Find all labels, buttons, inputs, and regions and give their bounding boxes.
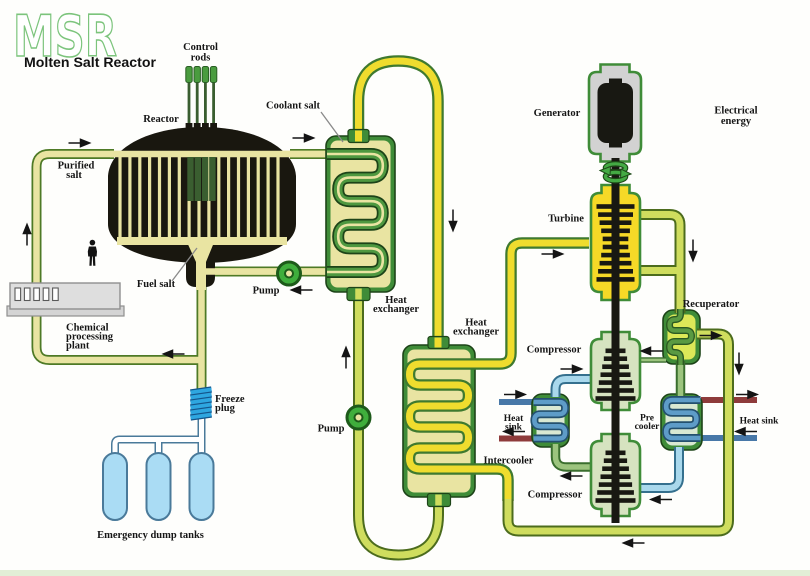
flow-arrow-reactor-outlet — [292, 133, 316, 143]
cold-gas-pipes — [550, 374, 684, 493]
intercooler — [531, 393, 570, 448]
person-figure — [87, 239, 97, 266]
label-coolant-salt: Coolant salt — [266, 101, 320, 112]
label-fuel-salt: Fuel salt — [137, 279, 176, 290]
dump-tank-1 — [102, 452, 128, 521]
port-pipe-pass-throughs — [355, 130, 442, 506]
control-rods — [185, 66, 218, 130]
label-freeze-plug-line1: Freeze — [215, 394, 245, 405]
dump-tank-2 — [145, 452, 172, 521]
label-recuperator: Recuperator — [683, 299, 740, 310]
flow-arrow-heat-sink-left-hot — [501, 426, 525, 437]
cool-salt-and-gas-pipes — [353, 209, 734, 561]
logo-subtitle: Molten Salt Reactor — [24, 55, 157, 70]
flow-arrow-plant-return — [161, 349, 185, 359]
label-generator: Generator — [534, 108, 581, 119]
flow-arrow-coolant-up — [341, 345, 351, 369]
compressor-upper-blades — [595, 348, 636, 401]
label-turbine: Turbine — [548, 214, 584, 225]
label-purified-salt-line1: Purified — [58, 161, 95, 172]
label-purified-salt-line2: salt — [66, 170, 82, 181]
label-heat-exchanger-1-line2: exchanger — [373, 304, 419, 315]
label-heat-exchanger-2-line1: Heat — [465, 318, 487, 329]
label-intercooler: Intercooler — [484, 456, 534, 467]
pump-secondary — [345, 404, 372, 431]
label-pre-cooler-line1: Pre — [640, 414, 654, 424]
precooler-serpentine — [662, 396, 701, 442]
fuel-salt-leader-line — [171, 247, 198, 282]
label-heat-sink-left-line1: Heat — [504, 414, 524, 424]
reactor-fuel-channels — [117, 154, 287, 290]
flow-arrow-purified-salt — [68, 138, 92, 148]
label-heat-sink-left-line2: sink — [505, 423, 523, 433]
turbine-blades — [596, 204, 635, 282]
leader-lines — [171, 111, 344, 282]
flow-arrow-turbine-exhaust — [688, 239, 698, 263]
flow-arrow-compressor-recuperator — [639, 346, 663, 356]
generator-core — [597, 78, 633, 148]
label-heat-sink-right: Heat sink — [740, 417, 780, 427]
label-pre-cooler-line2: cooler — [635, 422, 661, 432]
dump-tank-piping — [111, 414, 206, 455]
flow-arrow-recuperator-out — [699, 330, 723, 341]
label-pump-primary: Pump — [253, 286, 280, 297]
flow-arrow-compressor-intercooler — [559, 471, 583, 481]
flow-arrow-pump-primary — [289, 285, 313, 295]
label-chemical-plant-line3: plant — [66, 341, 90, 352]
recuperator-serpentine — [665, 309, 696, 365]
bottom-edge-strip — [0, 570, 810, 576]
pump-primary — [276, 260, 302, 287]
label-pump-secondary: Pump — [318, 424, 345, 435]
compressor-lower-blades — [595, 450, 636, 503]
label-control-rods-line1: Control — [183, 42, 218, 53]
flow-arrow-heat-sink-right-cold — [733, 426, 757, 437]
flow-arrow-intercooler-out — [560, 364, 584, 374]
dump-tank-3 — [188, 452, 215, 521]
flow-arrow-heat-sink-left-cold — [504, 389, 528, 400]
chemical-processing-plant — [6, 282, 125, 317]
warm-gas-pipes — [550, 361, 686, 472]
label-emergency-dump-tanks: Emergency dump tanks — [97, 530, 204, 541]
coolant-salt-leader-line — [320, 111, 344, 143]
label-electrical-energy-line1: Electrical — [714, 106, 757, 117]
label-chemical-plant-line1: Chemical — [66, 323, 109, 334]
flow-arrow-coolant-down — [448, 209, 458, 233]
flow-arrow-turbine-inlet — [541, 249, 565, 259]
label-freeze-plug-line2: plug — [215, 403, 236, 414]
label-heat-exchanger-2-line2: exchanger — [453, 327, 499, 338]
label-electrical-energy-line2: energy — [721, 116, 752, 127]
label-heat-exchanger-1-line1: Heat — [385, 295, 407, 306]
shaft-rotation-icon — [598, 161, 633, 184]
plant-vent-slots — [14, 287, 59, 302]
flow-arrow-gas-bottom-run — [621, 538, 645, 548]
drive-shaft — [611, 158, 620, 523]
label-compressor-upper: Compressor — [527, 345, 582, 356]
label-compressor-lower: Compressor — [528, 490, 583, 501]
freeze-plug-coil — [190, 386, 212, 421]
flow-arrow-heat-sink-right-hot — [736, 389, 760, 400]
secondary-hot-and-gas-hot-pipes — [352, 55, 589, 501]
heat-sink-left-lines — [499, 399, 533, 442]
hx1-serpentine — [327, 148, 389, 278]
logo: MSR Molten Salt Reactor — [12, 3, 157, 71]
logo-msr: MSR — [13, 4, 117, 70]
label-control-rods-line2: rods — [191, 53, 211, 64]
intercooler-serpentine — [530, 398, 570, 443]
flow-arrow-precooler-out — [648, 494, 672, 505]
label-reactor: Reactor — [143, 114, 179, 125]
control-rods-inserted — [187, 157, 216, 201]
flow-arrow-right-riser — [734, 352, 744, 376]
flow-arrow-riser — [22, 222, 32, 246]
label-chemical-plant-line2: processing — [66, 332, 114, 343]
